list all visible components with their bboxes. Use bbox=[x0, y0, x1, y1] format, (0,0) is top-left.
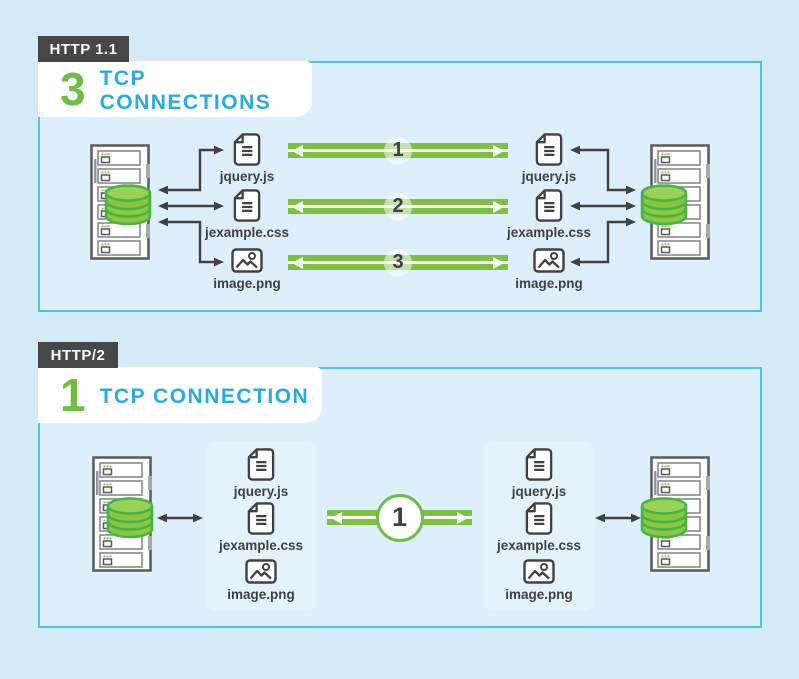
file-label: jquery.js bbox=[219, 169, 275, 184]
connection-title: TCP CONNECTION bbox=[99, 385, 310, 408]
connection-number-badge: 2 bbox=[384, 192, 412, 221]
arrow-right-head bbox=[493, 144, 504, 157]
file-label: jexample.css bbox=[204, 225, 290, 240]
image-icon bbox=[245, 559, 277, 584]
file-item: jexample.css bbox=[206, 502, 316, 553]
file-label: image.png bbox=[227, 587, 295, 602]
file-group-box: jquery.js jexample.css image.png bbox=[484, 441, 594, 611]
file-item: jquery.js bbox=[206, 448, 316, 499]
arrow-left-head bbox=[292, 200, 303, 213]
file-label: jquery.js bbox=[511, 484, 567, 499]
connection-count: 1 bbox=[60, 369, 86, 421]
http11-title-box: 3 TCP CONNECTIONS bbox=[38, 61, 312, 117]
document-icon bbox=[535, 133, 563, 166]
file-item: image.png bbox=[187, 248, 307, 291]
file-label: image.png bbox=[515, 276, 583, 291]
double-arrow-left bbox=[156, 512, 204, 524]
connection-number-badge: 1 bbox=[384, 136, 412, 165]
database-icon bbox=[106, 497, 154, 539]
database-icon bbox=[640, 184, 688, 226]
http2-title-box: 1 TCP CONNECTION bbox=[38, 367, 322, 423]
http2-panel: 1 TCP CONNECTION jquery.js jexample.css … bbox=[38, 367, 762, 628]
http11-panel: 3 TCP CONNECTIONS jquery.js jexample.css bbox=[38, 61, 762, 312]
document-icon bbox=[535, 189, 563, 222]
file-item: image.png bbox=[206, 559, 316, 602]
double-arrow-right bbox=[594, 512, 642, 524]
file-label: image.png bbox=[213, 276, 281, 291]
arrow-right-head bbox=[493, 200, 504, 213]
file-label: jexample.css bbox=[506, 225, 592, 240]
tcp-connection-arrow-2: 2 bbox=[288, 192, 508, 221]
arrow-left-head bbox=[292, 144, 303, 157]
arrow-left-head bbox=[331, 511, 342, 524]
http2-tab: HTTP/2 bbox=[38, 342, 118, 368]
arrow-left-head bbox=[292, 256, 303, 269]
file-item: jquery.js bbox=[484, 448, 594, 499]
document-icon bbox=[525, 502, 553, 535]
http11-tab: HTTP 1.1 bbox=[38, 36, 129, 62]
connection-count: 3 bbox=[60, 63, 86, 115]
document-icon bbox=[525, 448, 553, 481]
file-label: jquery.js bbox=[233, 484, 289, 499]
image-icon bbox=[523, 559, 555, 584]
file-label: jexample.css bbox=[218, 538, 304, 553]
document-icon bbox=[247, 448, 275, 481]
arrow-right-head bbox=[493, 256, 504, 269]
document-icon bbox=[233, 189, 261, 222]
file-label: jexample.css bbox=[496, 538, 582, 553]
request-branch-arrows-right bbox=[570, 145, 636, 267]
document-icon bbox=[233, 133, 261, 166]
arrow-right-head bbox=[457, 511, 468, 524]
database-icon bbox=[104, 184, 152, 226]
file-item: jexample.css bbox=[484, 502, 594, 553]
request-branch-arrows-left bbox=[158, 145, 224, 267]
file-label: image.png bbox=[505, 587, 573, 602]
file-item: jexample.css bbox=[489, 189, 609, 240]
tcp-connection-arrow-3: 3 bbox=[288, 248, 508, 277]
connection-number-badge: 3 bbox=[384, 248, 412, 277]
file-item: jexample.css bbox=[187, 189, 307, 240]
connection-title: TCP CONNECTIONS bbox=[99, 67, 272, 114]
file-label: jquery.js bbox=[521, 169, 577, 184]
file-item: image.png bbox=[489, 248, 609, 291]
file-item: image.png bbox=[484, 559, 594, 602]
file-item: jquery.js bbox=[489, 133, 609, 184]
tcp-connection-arrow-1: 1 bbox=[288, 136, 508, 165]
connection-number-badge: 1 bbox=[375, 493, 424, 542]
database-icon bbox=[640, 497, 688, 539]
tcp-connection-arrow: 1 bbox=[327, 493, 472, 542]
file-group-box: jquery.js jexample.css image.png bbox=[206, 441, 316, 611]
image-icon bbox=[231, 248, 263, 273]
file-item: jquery.js bbox=[187, 133, 307, 184]
image-icon bbox=[533, 248, 565, 273]
document-icon bbox=[247, 502, 275, 535]
